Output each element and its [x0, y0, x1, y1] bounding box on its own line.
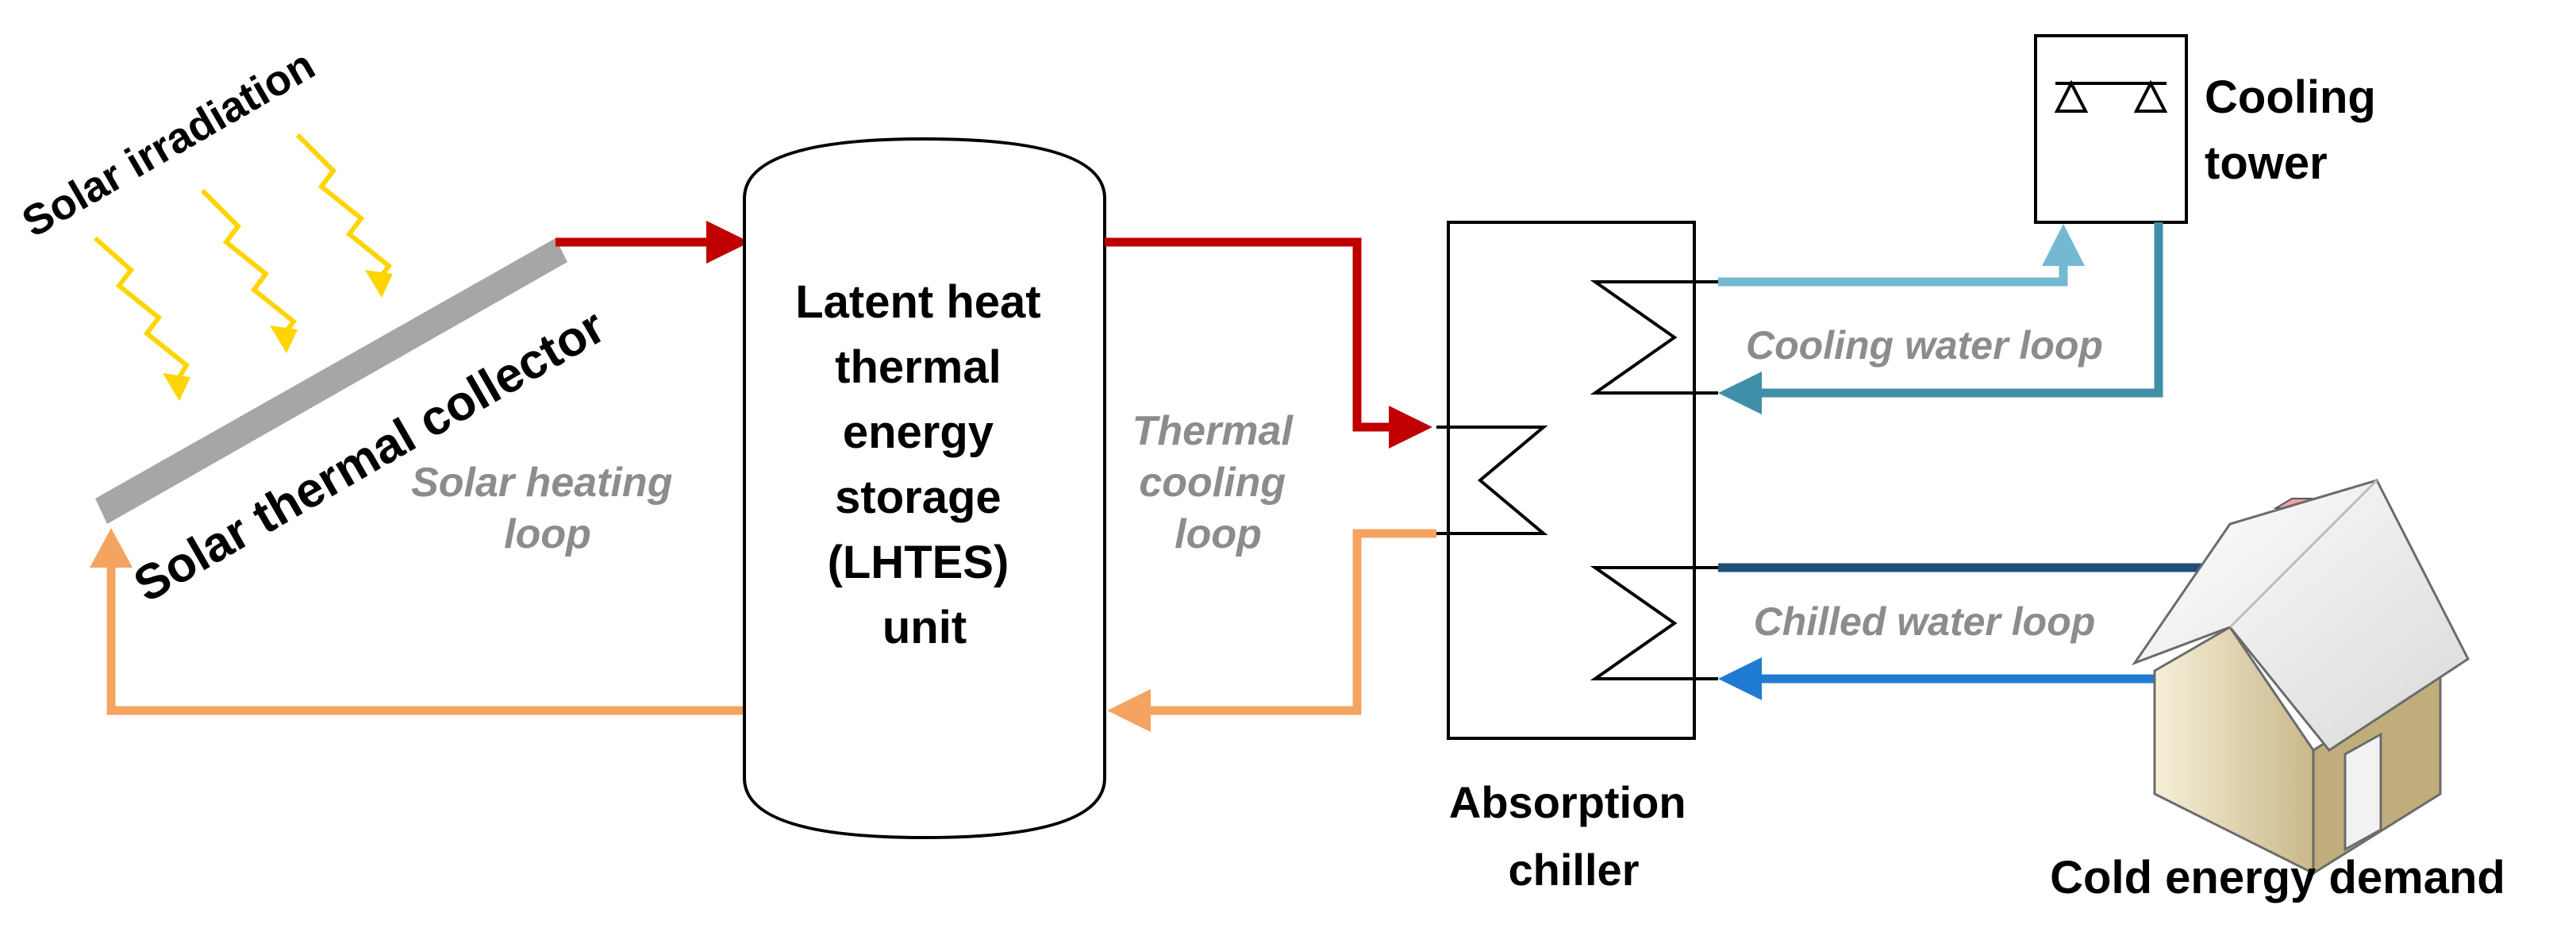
solar-irradiation-label: Solar irradiation [14, 40, 323, 246]
arrowhead-icon [2042, 224, 2085, 266]
zigzag-arrow-icon [295, 133, 393, 283]
cooling-water-return-pipe [1718, 222, 2163, 414]
cooling-tower-icon [2054, 79, 2168, 113]
zigzag-arrow-icon [94, 236, 190, 387]
chilled-water-loop-label: Chilled water loop [1754, 599, 2096, 644]
arrowhead-icon [365, 270, 393, 298]
lhtes-tank [743, 137, 1106, 840]
zigzag-arrow-icon [200, 188, 298, 339]
arrowhead-icon [163, 373, 190, 401]
arrowhead-icon [1389, 406, 1432, 449]
house-icon [2132, 479, 2470, 876]
cold-energy-demand-label: Cold energy demand [2050, 852, 2505, 903]
solar-heating-loop-label: Solar heating loop [411, 460, 684, 557]
lhtes-label: Latent heat thermal energy storage (LHTE… [795, 276, 1054, 653]
arrowhead-icon [1718, 372, 1762, 414]
cooling-tower-label: Cooling tower [2205, 71, 2389, 189]
heat-exchanger-coil-icon [1436, 426, 1548, 535]
solar-irradiation-arrows [94, 133, 393, 401]
arrowhead-icon [1718, 657, 1762, 700]
solar-hot-supply-pipe [556, 221, 750, 264]
solar-return-pipe [90, 528, 744, 715]
house-door [2343, 732, 2382, 852]
chilled-water-supply-pipe [1718, 546, 2258, 589]
cooling-tower-box [2034, 34, 2188, 224]
arrowhead-icon [90, 528, 133, 568]
thermal-hot-supply-pipe [1105, 237, 1432, 449]
thermal-cooling-loop-label: Thermal cooling loop [1132, 408, 1305, 557]
arrowhead-icon [706, 221, 750, 264]
heat-exchanger-coil-icon [1590, 566, 1718, 680]
cooling-water-loop-label: Cooling water loop [1746, 323, 2103, 368]
solar-thermal-collector-panel [95, 238, 567, 524]
absorption-chiller-label: Absorption chiller [1449, 777, 1698, 895]
thermal-return-pipe [1107, 529, 1436, 732]
absorption-chiller-box [1447, 221, 1696, 740]
cooling-water-supply-pipe [1718, 224, 2085, 287]
chilled-water-return-pipe [1718, 657, 2155, 700]
arrowhead-icon [1107, 689, 1151, 732]
arrowhead-icon [270, 325, 298, 353]
heat-exchanger-coil-icon [1590, 280, 1718, 395]
